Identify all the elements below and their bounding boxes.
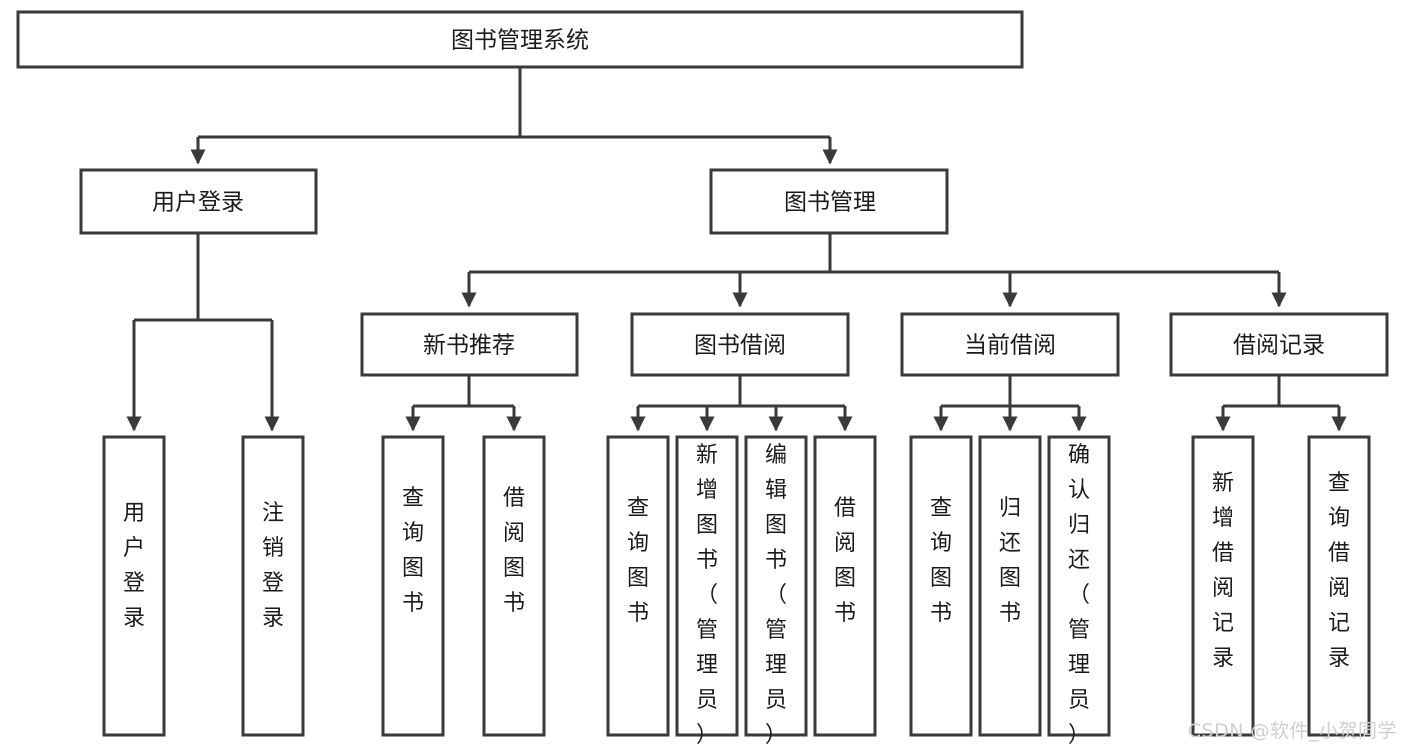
leaf-label-vertical: 注销登录 [262, 501, 284, 631]
connector-group-book-borrow [630, 375, 853, 432]
leaf-node[interactable]: 借阅图书 [482, 435, 546, 737]
node-book-borrow[interactable]: 图书借阅 [630, 312, 850, 377]
node-book-manage[interactable]: 图书管理 [709, 168, 949, 235]
leaf-label-vertical: 查询图书 [402, 486, 424, 616]
node-user-login-label: 用户登录 [152, 190, 244, 216]
connector-group-book-manage [461, 233, 1287, 308]
leaf-node[interactable]: 新增图书（管理员） [675, 435, 739, 747]
leaf-label-vertical: 新增图书（管理员） [696, 443, 718, 747]
leaf-node[interactable]: 编辑图书（管理员） [744, 435, 808, 747]
node-book-manage-label: 图书管理 [784, 190, 876, 216]
node-root-system[interactable]: 图书管理系统 [16, 10, 1024, 69]
leaf-label-vertical: 借阅图书 [503, 486, 525, 616]
leaf-node[interactable]: 用户登录 [102, 435, 166, 737]
leaf-node[interactable]: 查询借阅记录 [1307, 435, 1371, 737]
leaf-node[interactable]: 新增借阅记录 [1191, 435, 1255, 737]
leaf-label-vertical: 确认归还（管理员） [1068, 443, 1090, 747]
leaf-node[interactable]: 查询图书 [606, 435, 670, 737]
leaf-label-vertical: 用户登录 [123, 501, 145, 631]
connector-group-new-book [405, 375, 522, 432]
leaf-node[interactable]: 查询图书 [381, 435, 445, 737]
leaf-node[interactable]: 确认归还（管理员） [1047, 435, 1111, 747]
node-new-book-recommend[interactable]: 新书推荐 [360, 312, 579, 377]
leaf-label-vertical: 查询图书 [930, 496, 952, 626]
node-root-system-label: 图书管理系统 [451, 28, 589, 54]
node-borrow-record-label: 借阅记录 [1233, 333, 1325, 359]
connector-group-user-login [126, 233, 280, 432]
leaf-label-vertical: 归还图书 [999, 496, 1021, 626]
node-user-login[interactable]: 用户登录 [79, 168, 318, 235]
node-current-borrow-label: 当前借阅 [964, 333, 1056, 359]
leaf-label-vertical: 借阅图书 [834, 496, 856, 626]
connector-group-borrow-record [1215, 375, 1347, 432]
leaf-node[interactable]: 借阅图书 [813, 435, 877, 737]
leaf-node[interactable]: 归还图书 [978, 435, 1042, 737]
node-new-book-recommend-label: 新书推荐 [423, 333, 515, 359]
connector-group-current-borrow [933, 375, 1087, 432]
connector-group-root [190, 67, 838, 165]
node-borrow-record[interactable]: 借阅记录 [1169, 312, 1389, 377]
leaf-label-vertical: 新增借阅记录 [1212, 471, 1234, 671]
leaf-label-vertical: 查询图书 [627, 496, 649, 626]
leaf-node[interactable]: 查询图书 [909, 435, 973, 737]
leaf-label-vertical: 查询借阅记录 [1328, 471, 1350, 671]
leaf-label-vertical: 编辑图书（管理员） [765, 443, 787, 747]
node-book-borrow-label: 图书借阅 [694, 333, 786, 359]
leaf-node[interactable]: 注销登录 [241, 435, 305, 737]
node-current-borrow[interactable]: 当前借阅 [900, 312, 1120, 377]
